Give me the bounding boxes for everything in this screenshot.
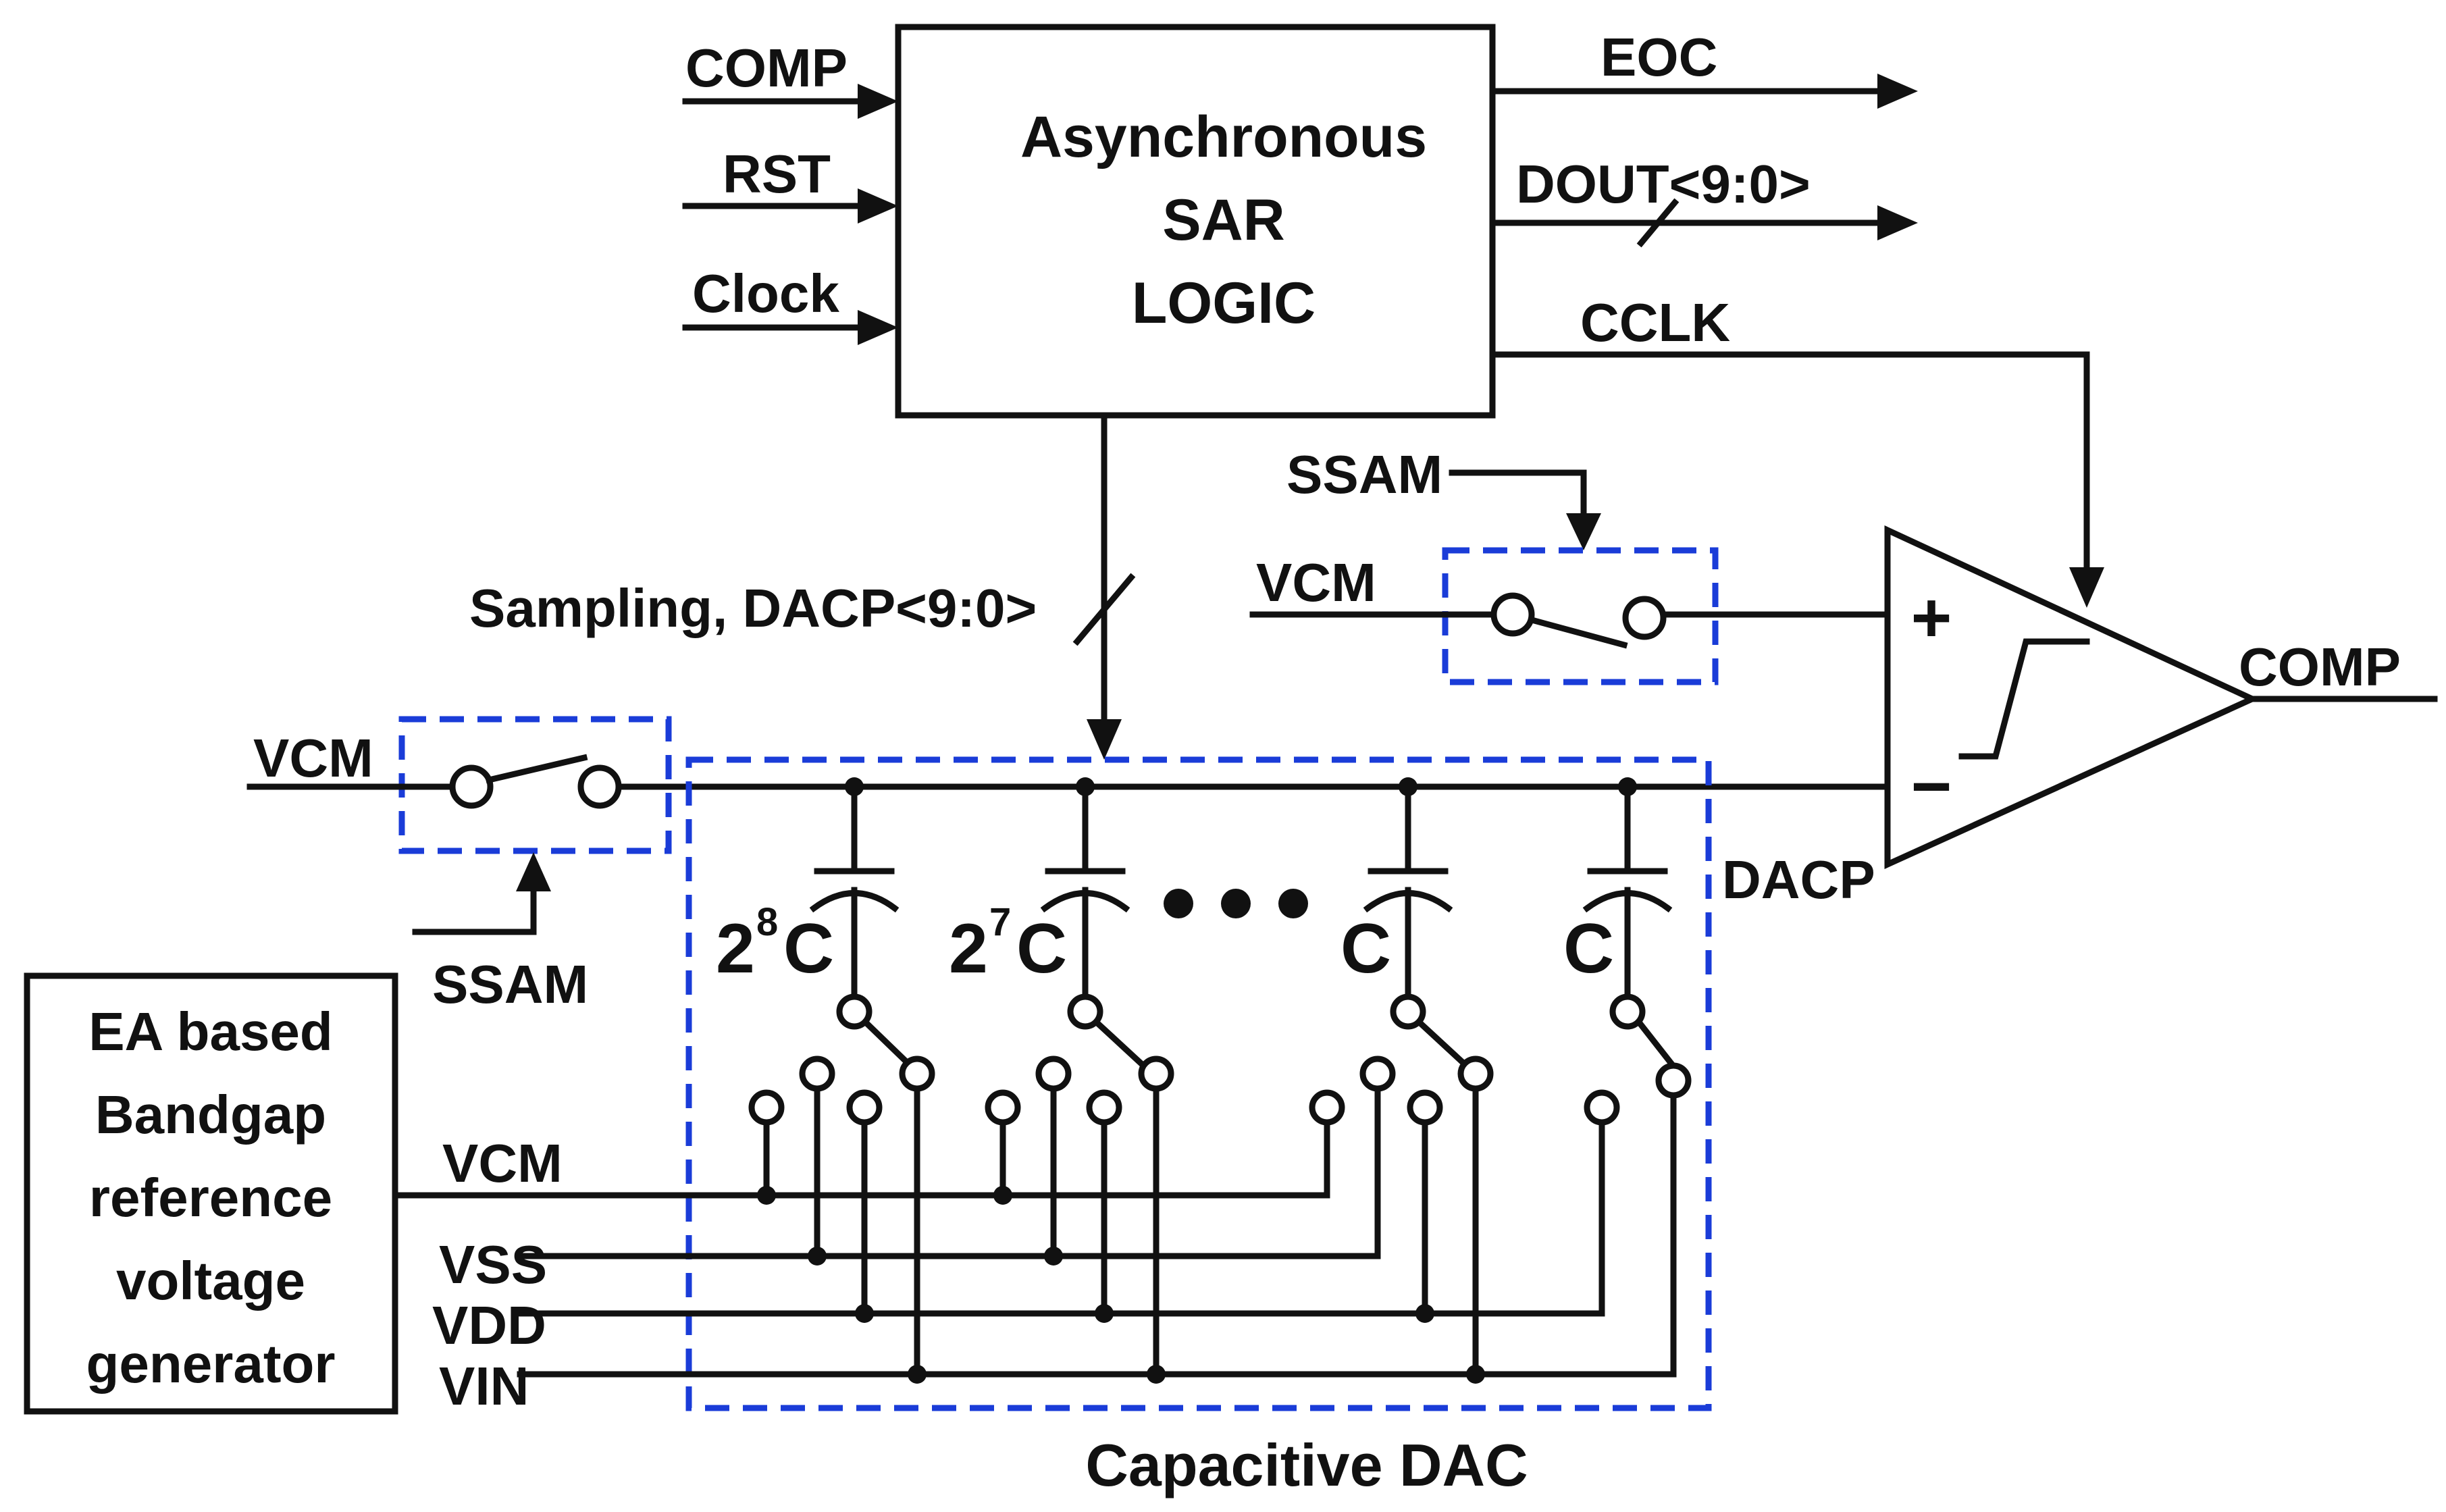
hysteresis-icon xyxy=(1958,638,2090,760)
dac-ellipsis xyxy=(1164,889,1308,918)
cap-4-unit: C xyxy=(1563,910,1614,988)
dac-cap-3: C xyxy=(1309,777,1494,1378)
rail-vcm-label: VCM xyxy=(442,1133,563,1193)
rail-vss-label: VSS xyxy=(439,1234,547,1295)
dacp-bus-arrow-icon xyxy=(1087,719,1122,760)
cap-1-unit: C xyxy=(783,910,834,988)
eoc-output-arrow-icon xyxy=(1877,74,1918,109)
comparator-minus-label: − xyxy=(1911,748,1952,826)
left-sampling-switch: VCM SSAM xyxy=(246,716,672,1014)
cclk-arrow-icon xyxy=(2069,567,2104,608)
rail-vin-label: VIN xyxy=(439,1356,529,1416)
comparator-output-label: COMP xyxy=(2239,637,2401,697)
logic-input-clock-label: Clock xyxy=(692,263,839,323)
cap-2-exp: 7 xyxy=(989,900,1011,944)
top-sampling-switch: SSAM VCM xyxy=(1249,444,1888,685)
rst-input-arrow-icon xyxy=(858,188,898,224)
comparator-plus-label: + xyxy=(1911,579,1952,657)
dout-output-arrow-icon xyxy=(1877,205,1918,240)
cap-1-exp: 8 xyxy=(756,900,778,944)
left-switch-vcm-label: VCM xyxy=(253,728,373,788)
reference-line5: generator xyxy=(86,1334,336,1394)
left-switch-terminal-a xyxy=(449,764,494,809)
left-switch-terminal-b xyxy=(577,764,622,809)
sampling-bus-label: Sampling, DACP<9:0> xyxy=(469,578,1037,638)
dac-cap-4: C xyxy=(1563,777,1692,1378)
logic-output-eoc-label: EOC xyxy=(1601,27,1717,87)
cap-2-unit: C xyxy=(1016,910,1067,988)
top-switch-terminal-b xyxy=(1622,596,1667,640)
comparator-triangle xyxy=(1884,525,2260,869)
logic-input-rst-label: RST xyxy=(723,144,831,204)
logic-input-comp-label: COMP xyxy=(685,38,848,98)
top-switch-vcm-label: VCM xyxy=(1256,552,1376,612)
reference-line2: Bandgap xyxy=(95,1085,326,1145)
dout-bus-slash xyxy=(1636,198,1680,248)
dacp-bus-slash xyxy=(1072,573,1136,646)
comp-input-arrow-icon xyxy=(858,84,898,119)
dac-cap-1: 2 8 C xyxy=(716,777,935,1378)
reference-rails: VCM VSS VDD VIN xyxy=(392,1133,1677,1416)
reference-generator: EA based Bandgap reference voltage gener… xyxy=(24,972,398,1415)
sar-logic-block: Asynchronous SAR LOGIC xyxy=(895,24,1496,419)
clock-input-arrow-icon xyxy=(858,310,898,345)
reference-line4: voltage xyxy=(116,1251,305,1311)
top-ssam-arrow-icon xyxy=(1566,513,1601,550)
sar-logic-title-line2: SAR xyxy=(1162,188,1285,253)
logic-outputs: EOC DOUT<9:0> CCLK xyxy=(1489,27,2104,608)
dac-title: Capacitive DAC xyxy=(1085,1432,1528,1498)
left-ssam-arrow-icon xyxy=(516,852,551,891)
top-switch-ctrl-label: SSAM xyxy=(1286,444,1442,504)
cap-3-unit: C xyxy=(1341,910,1391,988)
cap-1-base: 2 xyxy=(716,910,755,988)
top-switch-blade xyxy=(1528,616,1628,649)
rail-vdd-label: VDD xyxy=(432,1295,546,1355)
dacp-node-label: DACP xyxy=(1722,850,1875,910)
dacp-bus: Sampling, DACP<9:0> xyxy=(469,412,1136,760)
capacitive-dac: Capacitive DAC 2 8 C xyxy=(685,756,1712,1498)
cap-2-base: 2 xyxy=(949,910,988,988)
logic-inputs: COMP RST Clock xyxy=(682,38,898,345)
logic-output-cclk-label: CCLK xyxy=(1580,292,1730,353)
reference-line3: reference xyxy=(89,1168,332,1228)
left-switch-blade xyxy=(485,754,588,784)
top-switch-terminal-a xyxy=(1490,592,1535,637)
left-switch-ctrl-label: SSAM xyxy=(432,954,588,1014)
reference-line1: EA based xyxy=(88,1001,333,1062)
dac-dashed-box xyxy=(685,756,1712,1411)
sar-logic-title-line1: Asynchronous xyxy=(1020,105,1427,170)
dac-cap-2: 2 7 C xyxy=(949,777,1174,1378)
logic-output-dout-label: DOUT<9:0> xyxy=(1516,154,1811,214)
sar-logic-title-line3: LOGIC xyxy=(1132,271,1316,336)
comparator: + − COMP DACP xyxy=(1722,525,2438,910)
